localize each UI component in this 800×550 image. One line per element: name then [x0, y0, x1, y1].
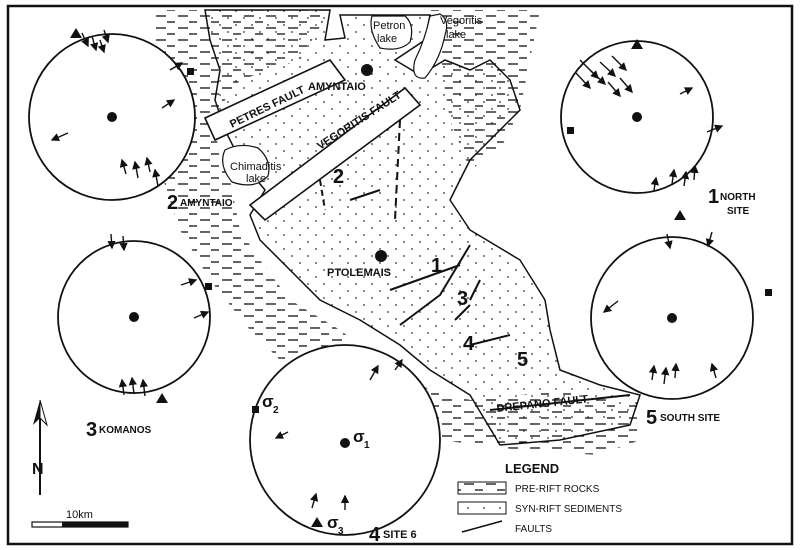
ptolemais-town-label: PTOLEMAIS — [327, 267, 391, 279]
legend-title: LEGEND — [505, 461, 559, 476]
vegoritis-lake — [413, 13, 448, 79]
sigma3-label: σ — [327, 513, 339, 532]
stereonet-5 — [590, 210, 772, 400]
lakes — [222, 13, 448, 186]
faults — [319, 119, 631, 411]
amyntaio-town-marker — [361, 64, 373, 76]
stereonet-4-name: SITE 6 — [383, 529, 417, 541]
petron-lake-label-1: Petron — [373, 20, 405, 32]
sigma3-subscript: 3 — [338, 526, 344, 537]
north-label: N — [32, 461, 44, 478]
vegoritis-fault-label: VEGORITIS FAULT — [315, 89, 404, 152]
stereonet-2-name: AMYNTAIO — [180, 198, 233, 209]
vegoritis-lake-label-2: lake — [446, 29, 466, 41]
stereonet-5-name: SOUTH SITE — [660, 413, 720, 424]
petron-lake — [370, 15, 413, 50]
legend-item-syn-rift: SYN-RIFT SEDIMENTS — [515, 504, 622, 515]
area-number-1: 1 — [431, 255, 442, 277]
stereonet-1-name: NORTH — [720, 192, 756, 203]
area-number-4: 4 — [463, 333, 475, 355]
sigma2-label: σ — [262, 392, 274, 411]
scale-bar-label: 10km — [66, 509, 93, 521]
slip-arrows — [50, 29, 724, 510]
area-number-3: 3 — [457, 288, 468, 310]
stereonet-2 — [28, 28, 196, 201]
fault-bands — [203, 59, 422, 222]
chimaditis-lake-label-2: lake — [246, 173, 266, 185]
sigma1-label: σ — [353, 427, 365, 446]
stereonet-5-number: 5 — [646, 407, 657, 429]
stereonet-4-number: 4 — [369, 524, 381, 546]
stereonet-1-name-2: SITE — [727, 206, 750, 217]
stereonet-2-number: 2 — [167, 192, 178, 214]
legend — [457, 481, 507, 533]
amyntaio-town-label: AMYNTAIO — [308, 81, 366, 93]
area-number-2: 2 — [333, 166, 344, 188]
stereonet-4 — [249, 344, 441, 536]
map-frame — [6, 4, 794, 546]
legend-item-faults: FAULTS — [515, 524, 552, 535]
ptolemais-town-marker — [375, 250, 387, 262]
syn-rift-basin — [204, 9, 641, 446]
sigma2-subscript: 2 — [273, 405, 279, 416]
chimaditis-lake — [222, 144, 270, 186]
sigma1-subscript: 1 — [364, 440, 370, 451]
stereonet-3-number: 3 — [86, 419, 97, 441]
stereonet-3-name: KOMANOS — [99, 425, 152, 436]
legend-item-pre-rift: PRE-RIFT ROCKS — [515, 484, 600, 495]
vegoritis-lake-label-1: Vegoritis — [440, 15, 483, 27]
chimaditis-lake-label-1: Chimaditis — [230, 161, 282, 173]
scale-bar — [31, 521, 129, 528]
north-arrow — [33, 399, 48, 495]
stereonet-1-number: 1 — [708, 186, 719, 208]
petres-fault-label: PETRES FAULT — [228, 84, 307, 131]
drepano-fault-label: DREPANO FAULT — [496, 393, 589, 415]
petron-lake-label-2: lake — [377, 33, 397, 45]
area-number-5: 5 — [517, 349, 528, 371]
